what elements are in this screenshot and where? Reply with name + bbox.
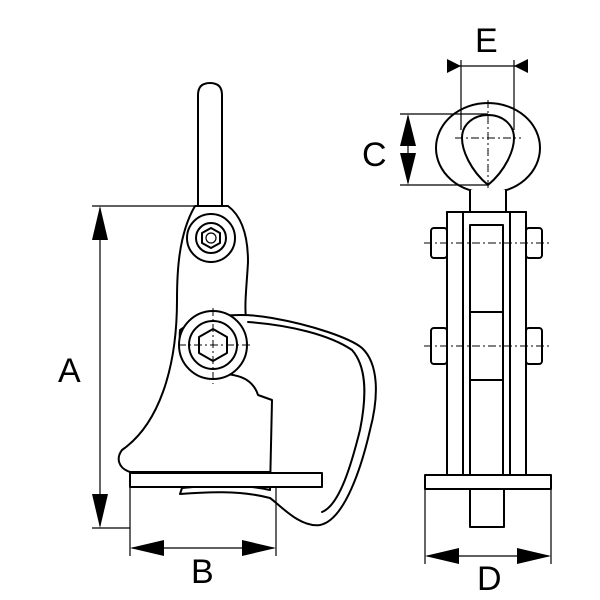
front-body-right-plate bbox=[509, 211, 527, 476]
dim-a-arrow-bottom bbox=[92, 494, 108, 528]
front-body-inner bbox=[469, 224, 504, 476]
front-view bbox=[424, 100, 552, 528]
dim-c-arrow-top bbox=[400, 114, 416, 146]
dimension-lines: A B C E D bbox=[58, 22, 552, 598]
front-neck bbox=[469, 189, 507, 213]
dim-d-label: D bbox=[477, 560, 502, 598]
dim-a-arrow-top bbox=[92, 206, 108, 240]
side-upper-pivot-ring bbox=[195, 222, 227, 254]
front-jaw-block bbox=[469, 488, 505, 528]
side-upper-pivot-core bbox=[205, 232, 217, 244]
dim-c-label: C bbox=[362, 136, 387, 174]
dim-e-arrow-right bbox=[514, 59, 528, 73]
dim-d-arrow-right bbox=[517, 548, 551, 564]
side-upper-pivot-nut bbox=[201, 227, 221, 249]
dim-c-arrow-bottom bbox=[400, 153, 416, 185]
side-cam-inner bbox=[247, 321, 366, 513]
dim-e-label: E bbox=[475, 22, 498, 60]
dim-e-arrow-left bbox=[447, 59, 461, 73]
dim-b-label: B bbox=[191, 553, 214, 591]
dim-b-arrow-right bbox=[242, 540, 276, 556]
dim-a-label: A bbox=[58, 352, 81, 390]
side-base-plate bbox=[129, 472, 323, 488]
side-upper-pivot-outer bbox=[186, 213, 236, 263]
side-shackle-rod bbox=[197, 82, 223, 207]
dim-d-arrow-left bbox=[425, 548, 459, 564]
front-body-left-plate bbox=[446, 211, 464, 476]
dim-b-arrow-left bbox=[130, 540, 164, 556]
side-view bbox=[117, 82, 377, 527]
front-base-plate bbox=[424, 474, 552, 490]
